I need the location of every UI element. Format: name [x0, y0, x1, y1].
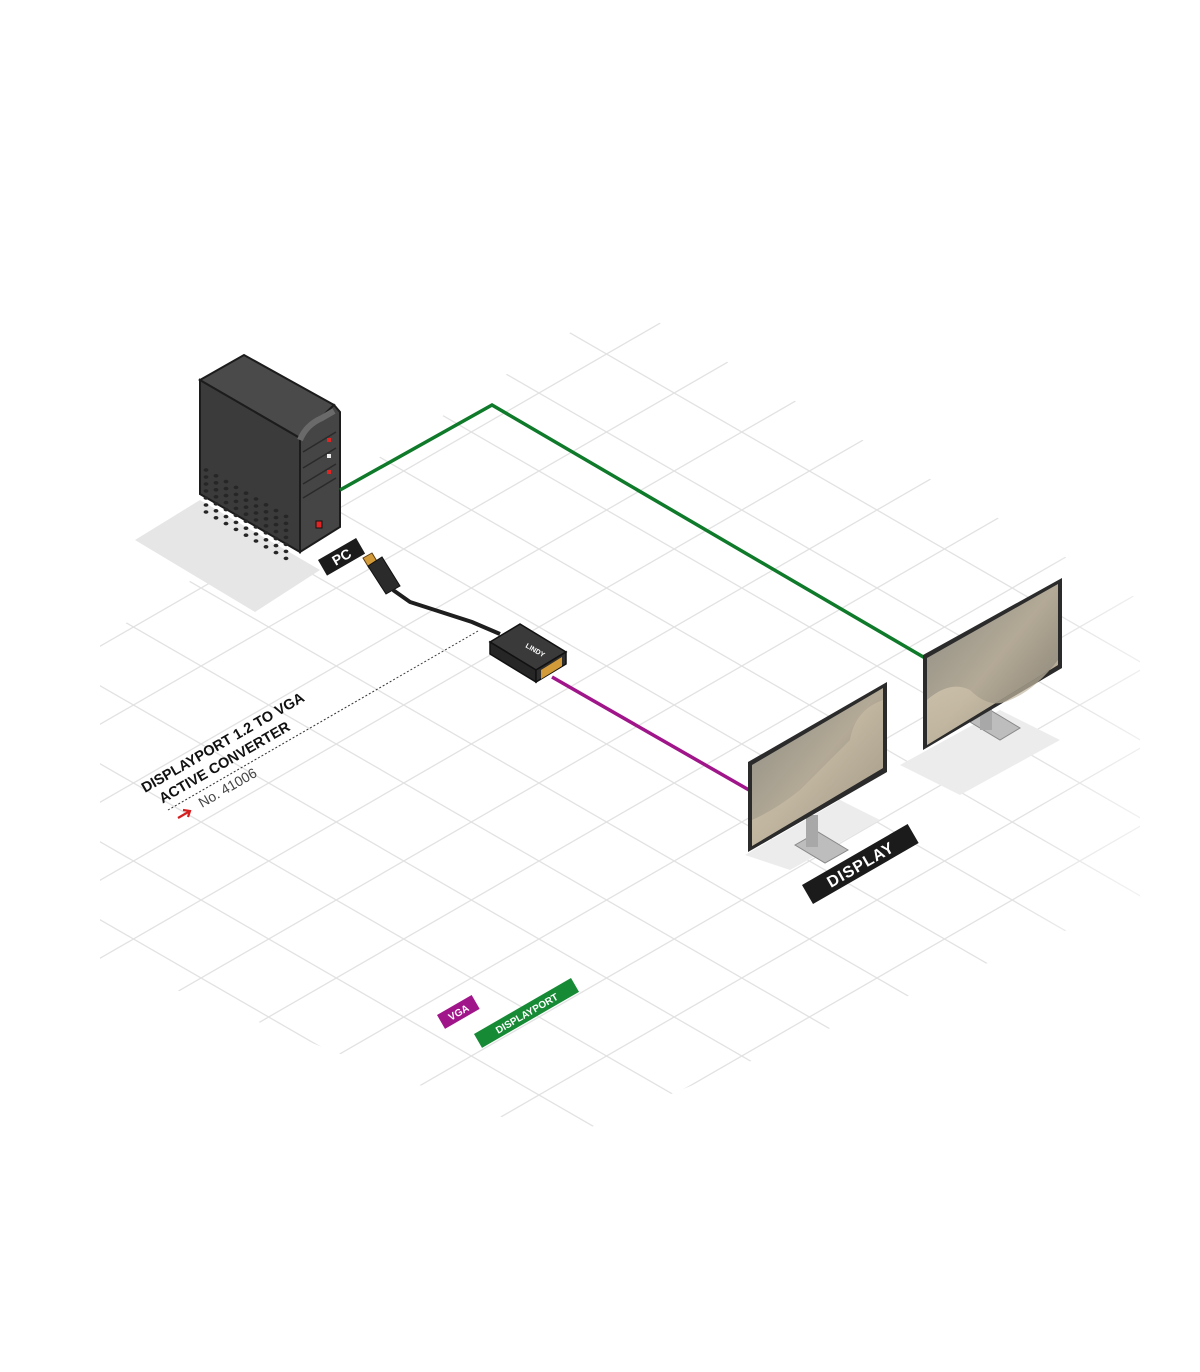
- pc-power-button-icon: [315, 520, 323, 529]
- pc-tower-icon: [197, 353, 341, 561]
- monitor-back-icon: [923, 578, 1062, 750]
- red-arrow-icon: [177, 808, 192, 819]
- pc-led-red-icon: [327, 438, 331, 442]
- vga-cable: [551, 675, 750, 792]
- monitor-shadow: [900, 710, 1060, 795]
- displayport-cable: [339, 402, 926, 660]
- pc-label: PC: [318, 538, 366, 576]
- displayport-plug-icon: [362, 552, 501, 636]
- pc-vents: [203, 468, 289, 561]
- lindy-converter-icon: LINDY: [488, 623, 568, 684]
- pc-led-red-icon: [327, 470, 331, 474]
- pc-led-white-icon: [327, 454, 331, 458]
- monitor-front-icon: [748, 682, 887, 864]
- pc-shadow: [135, 500, 320, 612]
